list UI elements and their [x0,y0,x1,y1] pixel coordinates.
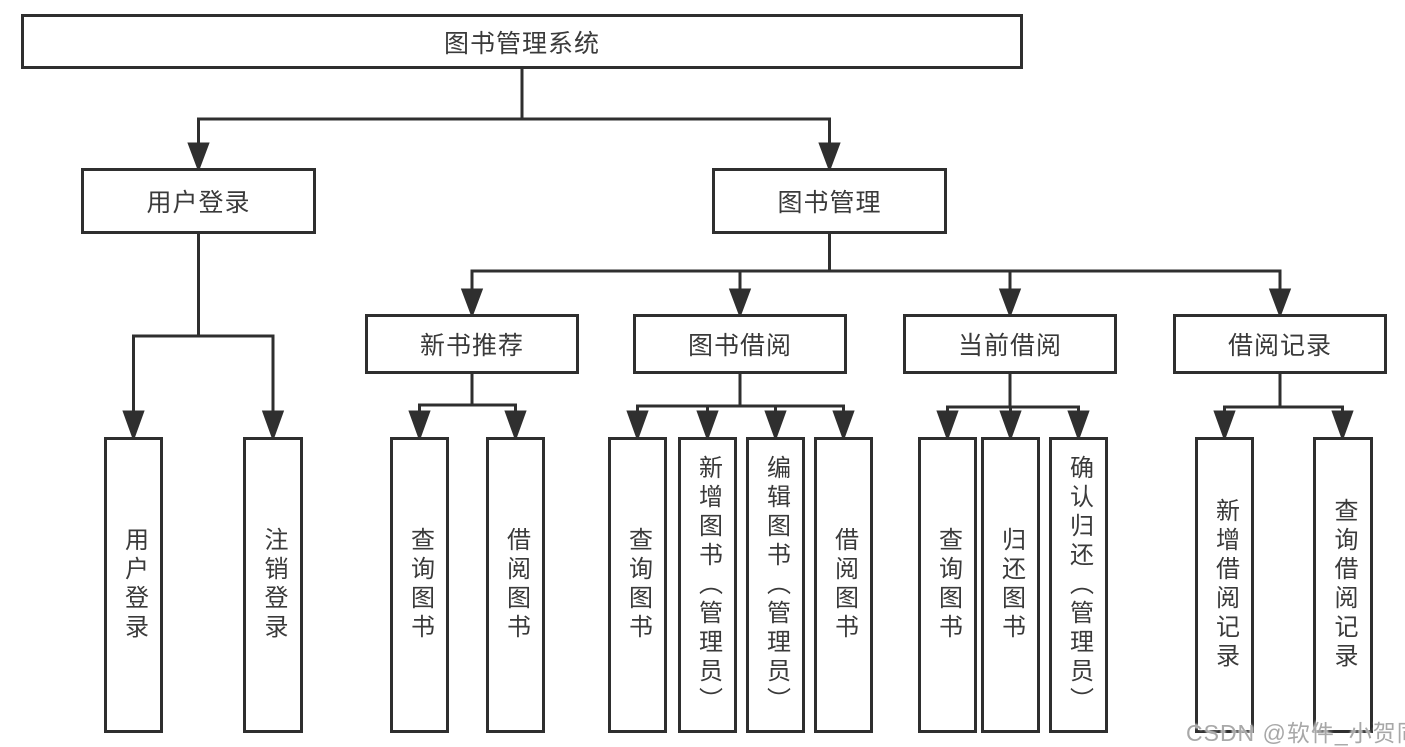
connector-book-mgmt-to-sections [460,234,1292,319]
connector-current-borrow-children [936,374,1090,442]
leaf-logout: 注销登录 [243,437,303,733]
node-borrowing-records: 借阅记录 [1173,314,1387,374]
connector-new-book-children [408,374,527,442]
leaf-borrow-add-books-admin: 新增图书（管理员） [678,437,737,733]
node-current-borrowing: 当前借阅 [903,314,1117,374]
leaf-borrow-borrow-books: 借阅图书 [814,437,873,733]
leaf-newbook-query-books: 查询图书 [390,437,449,733]
watermark-text: CSDN @软件_小贺同学 [1186,720,1405,746]
node-book-borrowing: 图书借阅 [633,314,847,374]
connector-user-login-children [122,234,285,442]
node-root-system: 图书管理系统 [21,14,1023,69]
leaf-record-query-borrow-record: 查询借阅记录 [1313,437,1373,733]
leaf-borrow-edit-books-admin: 编辑图书（管理员） [746,437,805,733]
leaf-current-return-books: 归还图书 [981,437,1040,733]
node-user-login: 用户登录 [81,168,316,234]
leaf-user-login: 用户登录 [104,437,163,733]
leaf-current-query-books: 查询图书 [918,437,977,733]
leaf-current-confirm-return-admin: 确认归还（管理员） [1049,437,1108,733]
leaf-record-add-borrow-record: 新增借阅记录 [1195,437,1254,733]
connector-borrow-record-children [1213,374,1354,442]
node-new-book-recommend: 新书推荐 [365,314,579,374]
connector-book-borrow-children [626,374,855,442]
node-book-management: 图书管理 [712,168,947,234]
connector-root-to-level2 [187,69,841,173]
leaf-newbook-borrow-books: 借阅图书 [486,437,545,733]
leaf-borrow-query-books: 查询图书 [608,437,667,733]
